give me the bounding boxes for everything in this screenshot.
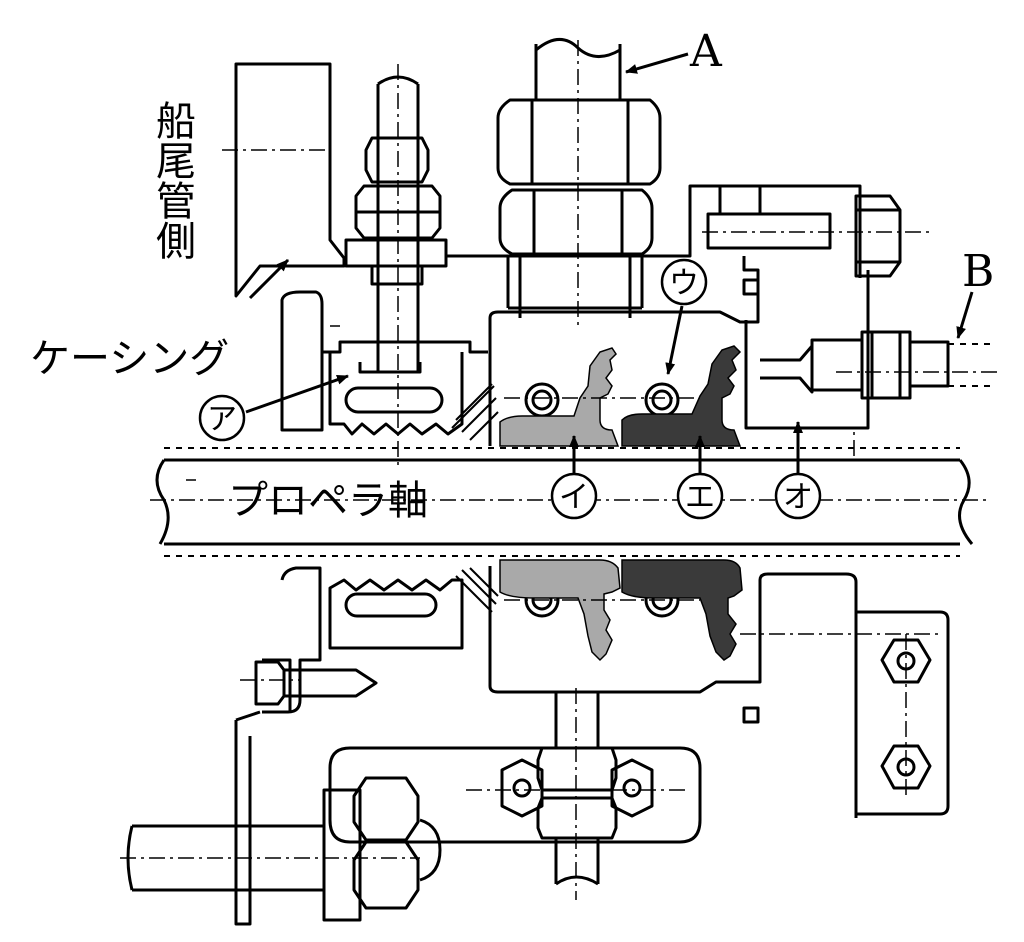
lower-stud-and-nuts xyxy=(536,692,618,886)
nozzle-top xyxy=(760,330,950,400)
left-bracket-top xyxy=(280,290,488,432)
callout-circle-o xyxy=(774,472,822,520)
casing-wall-top xyxy=(234,62,346,298)
pin-bolt xyxy=(254,660,378,706)
callout-circles xyxy=(198,258,822,520)
flange-line-top xyxy=(446,184,902,278)
arrow-u-callout xyxy=(665,305,684,375)
label-a: A xyxy=(689,26,723,77)
label-b: B xyxy=(962,246,994,297)
seal-ring-i-top xyxy=(499,347,620,447)
hatch-plate-bottom xyxy=(455,567,499,613)
packing-gland-bottom xyxy=(318,576,464,660)
shaft-outline-dots xyxy=(164,343,990,557)
lower-left-knob xyxy=(126,776,442,922)
seal-housing-top xyxy=(488,256,870,446)
callout-circle-u xyxy=(660,258,708,306)
label-stern-tube-side: 船尾管側 xyxy=(149,100,196,260)
arrow-b xyxy=(956,291,974,339)
callout-circle-e xyxy=(676,472,724,520)
seal-housing-bottom xyxy=(488,566,858,818)
arrow-a-callout xyxy=(245,374,349,414)
left-bracket-bottom xyxy=(262,566,322,714)
callout-label-i: イ xyxy=(559,480,589,515)
callout-label-e: エ xyxy=(685,480,715,515)
seal-ring-i-bottom xyxy=(499,559,621,662)
label-propeller-shaft: プロペラ軸 xyxy=(228,478,428,524)
callout-label-o: オ xyxy=(783,480,813,515)
callout-label-a: ア xyxy=(207,402,237,437)
arrow-a xyxy=(625,52,689,74)
seal-rings xyxy=(499,345,743,662)
leader-arrows xyxy=(245,52,974,476)
lower-left-wall xyxy=(234,710,261,926)
seal-ring-e-bottom xyxy=(621,559,743,661)
label-casing: ケーシング xyxy=(30,336,229,382)
callout-label-u: ウ xyxy=(669,266,699,301)
arrow-casing xyxy=(248,258,290,300)
hatch-plate-top xyxy=(451,383,499,441)
center-lines xyxy=(120,40,1000,900)
main-fitting-top xyxy=(496,38,662,318)
seal-ring-e-top xyxy=(621,345,742,447)
right-flange-bottom xyxy=(856,610,950,816)
packing-gland-top xyxy=(328,352,464,436)
callout-circle-a xyxy=(198,394,246,442)
stud-bolt-top xyxy=(344,75,448,372)
lower-link-bar xyxy=(328,746,702,844)
callout-circle-i xyxy=(550,472,598,520)
